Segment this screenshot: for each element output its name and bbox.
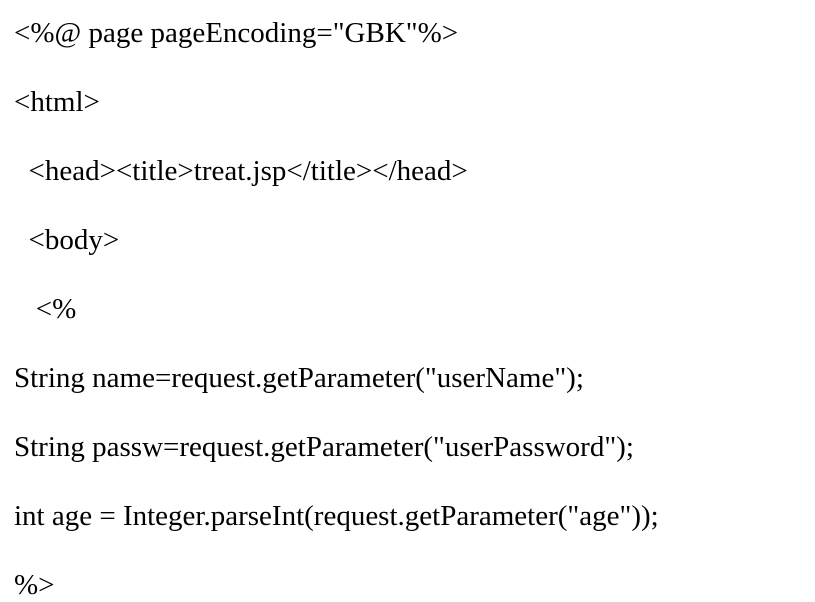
code-line-get-password: String passw=request.getParameter("userP… — [14, 431, 634, 463]
code-line-parse-age: int age = Integer.parseInt(request.getPa… — [14, 500, 659, 532]
code-line-head-title: <head><title>treat.jsp</title></head> — [14, 155, 468, 187]
code-line-html-open: <html> — [14, 86, 100, 118]
code-line-body-open: <body> — [14, 224, 120, 256]
code-line-page-directive: <%@ page pageEncoding="GBK"%> — [14, 17, 459, 49]
code-line-scriptlet-close: %> — [14, 569, 55, 601]
code-line-scriptlet-open: <% — [14, 293, 77, 325]
code-line-get-username: String name=request.getParameter("userNa… — [14, 362, 584, 394]
